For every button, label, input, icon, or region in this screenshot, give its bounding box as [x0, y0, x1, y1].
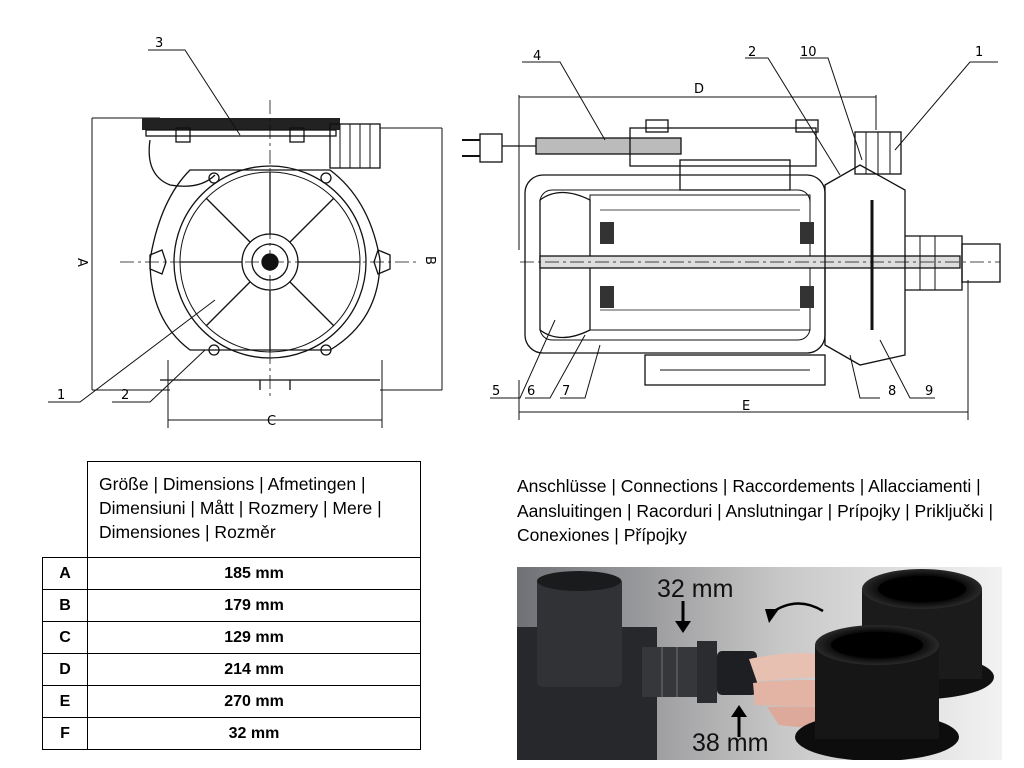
dimension-letter: B: [42, 589, 88, 622]
side-label-5: 5: [492, 384, 500, 399]
table-row: B 179 mm: [42, 589, 421, 622]
front-view-drawing: [48, 49, 443, 428]
dimension-value: 185 mm: [87, 557, 421, 590]
front-label-3: 3: [155, 36, 163, 51]
side-label-4: 4: [533, 49, 541, 64]
side-label-8: 8: [888, 384, 896, 399]
connection-label-32mm: 32 mm: [657, 575, 733, 603]
front-label-2: 2: [121, 388, 129, 403]
dimension-value: 270 mm: [87, 685, 421, 718]
front-label-1: 1: [57, 388, 65, 403]
dimension-value: 214 mm: [87, 653, 421, 686]
connections-title: Anschlüsse | Connections | Raccordements…: [517, 476, 993, 545]
dimension-value: 32 mm: [87, 717, 421, 750]
table-row: E 270 mm: [42, 685, 421, 718]
front-label-b: B: [422, 256, 437, 265]
connections-photo: 32 mm 38 mm: [517, 567, 1002, 760]
connection-label-38mm: 38 mm: [692, 729, 768, 757]
dimensions-table: Größe | Dimensions | Afmetingen | Dimens…: [42, 461, 421, 750]
dimension-letter: D: [42, 653, 88, 686]
adapter-rings-photo: [795, 569, 994, 760]
dimensions-table-corner: [42, 461, 88, 558]
pump-photo: [517, 571, 757, 760]
side-view-drawing: [462, 57, 1001, 420]
table-row: C 129 mm: [42, 621, 421, 654]
front-label-c: C: [267, 414, 276, 429]
side-label-d: D: [694, 82, 704, 97]
table-row: F 32 mm: [42, 717, 421, 750]
dimensions-table-header: Größe | Dimensions | Afmetingen | Dimens…: [87, 461, 421, 558]
side-label-e: E: [742, 399, 750, 414]
side-label-2: 2: [748, 45, 756, 60]
dimension-letter: F: [42, 717, 88, 750]
side-label-10: 10: [800, 45, 817, 60]
dimension-letter: C: [42, 621, 88, 654]
side-label-6: 6: [527, 384, 535, 399]
side-label-7: 7: [562, 384, 570, 399]
dimension-value: 179 mm: [87, 589, 421, 622]
table-row: A 185 mm: [42, 557, 421, 590]
technical-drawings: 3 1 2 A B C 4 D 2 10 1 5 6 7 E 8 9: [48, 36, 1001, 429]
side-label-1: 1: [975, 45, 983, 60]
dimension-letter: E: [42, 685, 88, 718]
dimensions-table-header-row: Größe | Dimensions | Afmetingen | Dimens…: [42, 461, 421, 558]
dimension-letter: A: [42, 557, 88, 590]
front-label-a: A: [74, 258, 89, 267]
table-row: D 214 mm: [42, 653, 421, 686]
dimension-value: 129 mm: [87, 621, 421, 654]
side-label-9: 9: [925, 384, 933, 399]
